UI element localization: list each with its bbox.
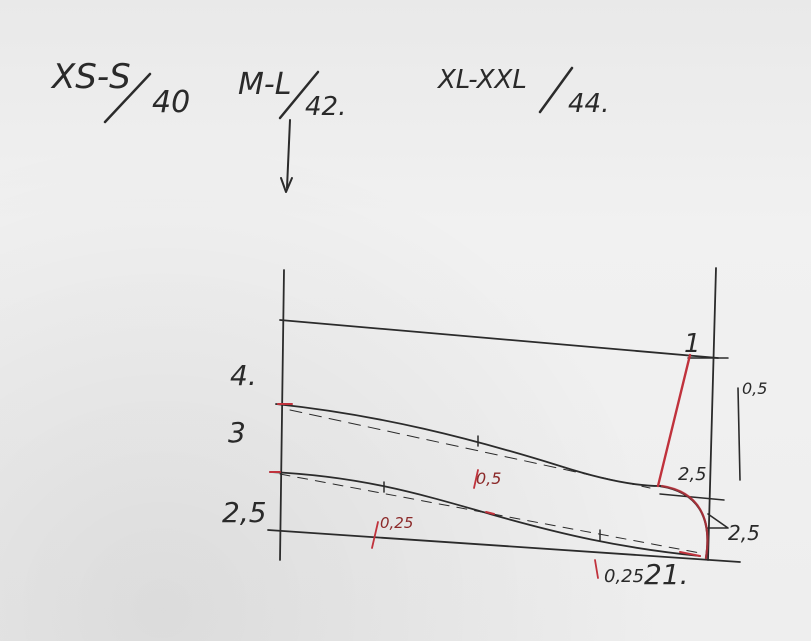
right-marks: 1 0,5 2,5 2,5 [678,329,767,545]
mark-21: 21. [644,558,689,591]
size-slash [103,72,152,124]
size-xs-s-text: XS-S [50,57,131,97]
mark-0-5-top: 0,5 [742,379,767,398]
mark-0-25-curve: 0,25 [380,514,413,532]
size-label-xl-xxl: XL-XXL 44. [436,65,609,119]
mark-2-5-side: 2,5 [728,521,760,545]
size-40-text: 40 [152,85,190,120]
inner-marks: 0,5 0,25 0,25 21. [380,469,689,591]
red-pen-marks [269,353,741,579]
left-marks: 4. 3 2,5 [222,359,267,529]
size-xl-xxl-text: XL-XXL [436,65,527,95]
mark-1: 1 [684,329,701,359]
size-m-l-text: M-L [238,67,291,102]
mark-0-25-bottom: 0,25 [604,566,644,587]
size-label-m-l: M-L 42. [238,67,346,122]
mark-3: 3 [228,416,246,449]
size-label-xs-s: XS-S 40 [50,57,190,124]
mark-4: 4. [230,359,257,392]
size-42-text: 42. [305,92,346,122]
mark-2-5-mid: 2,5 [678,464,707,485]
mark-0-5-curve: 0,5 [476,469,501,488]
size-slash [538,66,574,114]
size-44-text: 44. [568,89,609,119]
mark-2-5: 2,5 [222,496,267,529]
size-slash [278,70,320,120]
arrow-down-icon [280,119,293,193]
pattern-frame [267,267,741,563]
